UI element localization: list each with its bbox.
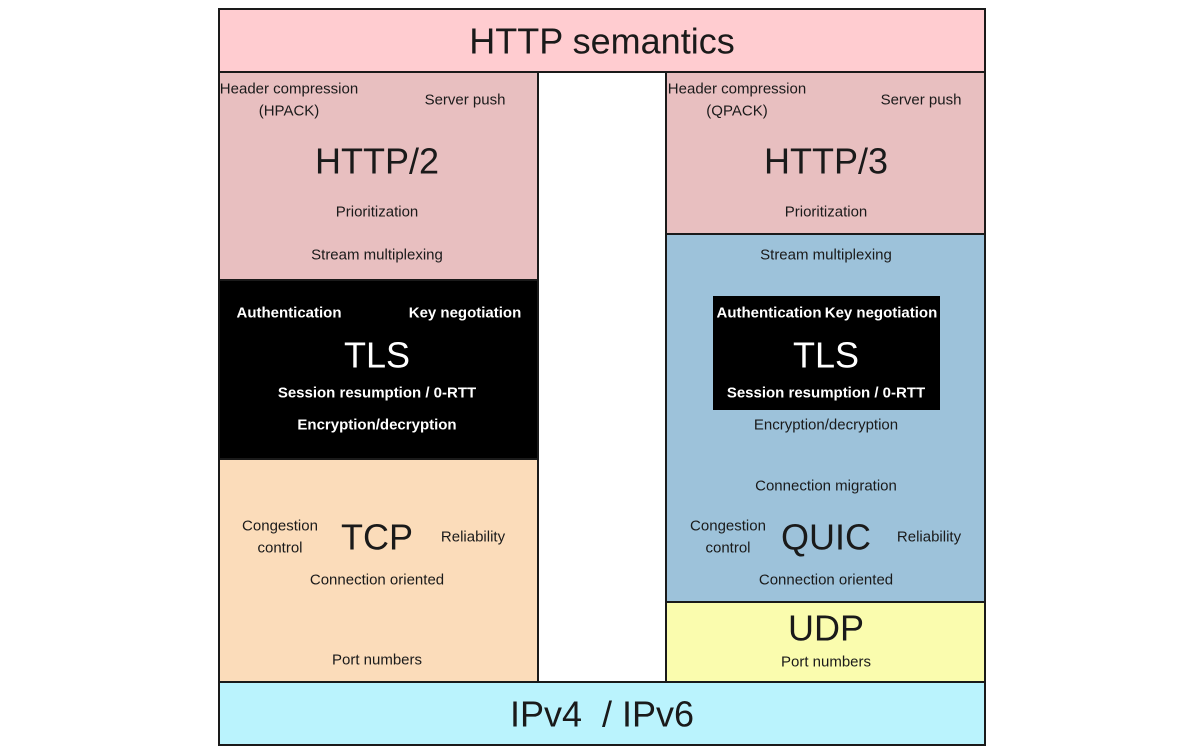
http-semantics-label: HTTP semantics (469, 20, 735, 62)
right-tls-layer (713, 296, 940, 410)
http3-label: HTTP/3 (763, 140, 889, 182)
right-tls-key-negotiation: Key negotiation (824, 304, 938, 322)
udp-port-numbers: Port numbers (780, 653, 872, 671)
tcp-control: control (257, 539, 303, 557)
quic-stream-multiplexing: Stream multiplexing (760, 246, 892, 264)
http3-header-compression: Header compression (667, 80, 807, 98)
http3-server-push: Server push (880, 91, 962, 109)
http-semantics-layer (218, 8, 986, 73)
tcp-port-numbers: Port numbers (331, 651, 423, 669)
http2-label: HTTP/2 (314, 140, 440, 182)
left-tls-layer (218, 279, 539, 460)
right-tls-label: TLS (792, 334, 860, 376)
http3-layer (665, 71, 986, 235)
udp-label: UDP (787, 607, 865, 649)
quic-control: control (705, 539, 751, 557)
quic-layer (665, 233, 986, 603)
tcp-label: TCP (341, 516, 413, 558)
http2-stream-multiplexing: Stream multiplexing (311, 246, 443, 264)
quic-connection-migration: Connection migration (755, 477, 897, 495)
udp-layer (665, 601, 986, 683)
quic-label: QUIC (781, 516, 871, 558)
left-tls-label: TLS (343, 334, 411, 376)
http3-prioritization: Prioritization (784, 203, 868, 221)
ip-label: IPv4 / IPv6 (509, 693, 695, 735)
http2-prioritization: Prioritization (335, 203, 419, 221)
quic-congestion: Congestion (690, 517, 766, 535)
http2-hpack: (HPACK) (258, 102, 320, 120)
right-tls-authentication: Authentication (716, 304, 822, 322)
left-tls-session-resumption: Session resumption / 0-RTT (277, 384, 477, 402)
http2-server-push: Server push (424, 91, 506, 109)
left-tls-encryption: Encryption/decryption (297, 416, 457, 434)
tcp-layer (218, 458, 539, 683)
tcp-congestion: Congestion (242, 517, 318, 535)
http3-qpack: (QPACK) (706, 102, 768, 120)
tcp-reliability: Reliability (440, 528, 506, 546)
quic-reliability: Reliability (896, 528, 962, 546)
left-tls-authentication: Authentication (236, 304, 342, 322)
right-tls-session-resumption: Session resumption / 0-RTT (726, 384, 926, 402)
http2-header-compression: Header compression (219, 80, 359, 98)
ip-layer (218, 681, 986, 746)
left-tls-key-negotiation: Key negotiation (408, 304, 522, 322)
quic-connection-oriented: Connection oriented (758, 571, 894, 589)
quic-encryption: Encryption/decryption (753, 416, 899, 434)
tcp-connection-oriented: Connection oriented (309, 571, 445, 589)
